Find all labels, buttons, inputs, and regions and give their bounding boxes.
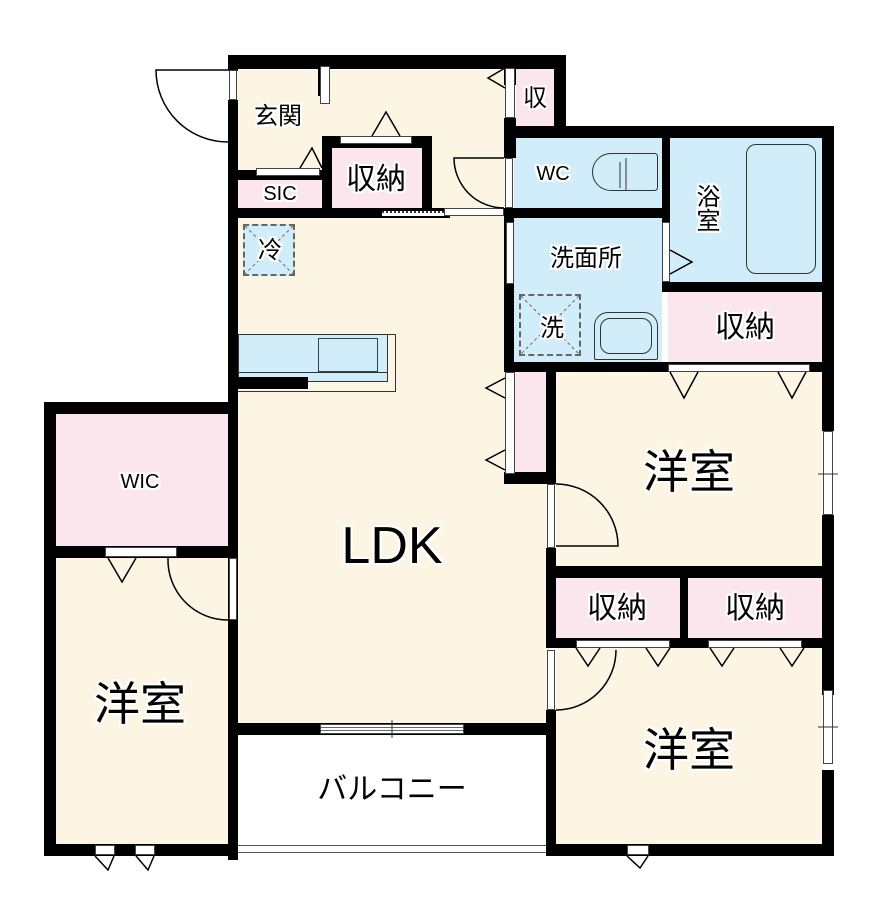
wall — [228, 208, 450, 218]
wall — [662, 282, 834, 292]
east-upper-door-opening[interactable] — [547, 484, 555, 548]
balcony-label: バルコニー — [317, 772, 467, 807]
wc-door-opening[interactable] — [505, 158, 513, 208]
sic-label: SIC — [263, 183, 297, 205]
wall — [546, 844, 834, 856]
east-bedroom-lower-label: 洋室 — [643, 723, 735, 777]
wic-room — [54, 412, 230, 548]
kitchen-sink-icon — [318, 338, 378, 372]
pantry-door-opening[interactable] — [505, 372, 515, 474]
bath-storage-room — [668, 290, 822, 364]
toilet-icon — [592, 153, 658, 191]
balcony-railing — [238, 845, 546, 853]
wc-label: WC — [536, 163, 570, 185]
west-bedroom-room — [54, 556, 230, 844]
closet-left-label: 収納 — [587, 591, 647, 626]
wall — [228, 55, 238, 71]
kitchen-counter-edge — [238, 372, 388, 373]
bath-storage-label: 収納 — [715, 310, 775, 345]
ldk-door-opening[interactable] — [444, 208, 504, 216]
fridge-space — [243, 224, 295, 276]
sic-door-opening[interactable] — [256, 168, 320, 176]
closet-left-room — [556, 578, 680, 640]
wall — [662, 126, 670, 286]
east-lower-door-opening[interactable] — [547, 650, 555, 710]
wall — [422, 136, 432, 216]
wall — [680, 566, 688, 646]
wall — [822, 515, 834, 695]
wall — [44, 402, 56, 856]
washer-space — [519, 294, 581, 356]
wall — [504, 208, 670, 218]
closet-right-door-opening[interactable] — [708, 640, 802, 648]
washbasin-bowl — [600, 318, 652, 354]
washroom-room — [514, 216, 662, 364]
balcony-room — [238, 735, 546, 847]
wall — [504, 472, 556, 484]
west-window-left[interactable] — [95, 845, 115, 855]
small-storage-room — [516, 64, 558, 126]
ldk-label: LDK — [341, 517, 443, 575]
wall — [822, 126, 834, 431]
wall — [822, 770, 834, 856]
west-bedroom-label: 洋室 — [94, 677, 186, 731]
west-bedroom-door-opening[interactable] — [229, 558, 237, 620]
hall-storage-room — [330, 148, 424, 210]
small-storage-label: 収 — [523, 84, 547, 112]
bath-storage-door-opening[interactable] — [668, 364, 810, 372]
wall — [228, 100, 238, 860]
entrance-label: 玄関 — [254, 102, 302, 130]
hall-door-opening[interactable] — [320, 66, 330, 104]
east-bedroom-lower-room — [556, 648, 822, 844]
pantry-storage — [515, 372, 547, 476]
wall — [504, 208, 514, 368]
wall — [44, 402, 238, 414]
wall — [228, 377, 308, 389]
ldk-floor — [236, 218, 511, 728]
wall — [554, 55, 566, 135]
bathroom-label: 浴室 — [692, 184, 720, 232]
east-bedroom-upper-room — [556, 372, 822, 568]
wall — [546, 362, 556, 484]
wall — [546, 548, 556, 648]
hall-storage-label: 収納 — [346, 162, 406, 197]
hall-storage-door-opening[interactable] — [340, 136, 412, 144]
wall — [546, 566, 834, 578]
wic-label: WIC — [120, 471, 160, 493]
washroom-door-opening[interactable] — [506, 222, 514, 284]
wic-door-opening[interactable] — [105, 547, 177, 557]
bathroom-door-opening[interactable] — [662, 222, 670, 282]
closet-right-label: 収納 — [725, 591, 785, 626]
sliding-panel — [382, 211, 444, 216]
east-lower-small-window[interactable] — [627, 845, 649, 855]
bathroom-room — [668, 136, 822, 282]
closet-left-door-opening[interactable] — [576, 640, 670, 648]
wall — [546, 710, 556, 856]
washroom-label: 洗面所 — [550, 244, 622, 272]
closet-right-room — [688, 578, 822, 640]
wall — [228, 55, 564, 69]
small-storage-door-opening[interactable] — [505, 68, 515, 118]
west-window-right[interactable] — [135, 845, 155, 855]
east-bedroom-upper-label: 洋室 — [643, 445, 735, 499]
washbasin-icon — [594, 312, 658, 360]
bathtub-icon — [746, 144, 816, 274]
entrance-door-opening[interactable] — [229, 70, 237, 100]
fridge-label: 冷 — [258, 236, 282, 264]
east-upper-window[interactable] — [823, 431, 833, 515]
sic-room — [236, 178, 322, 210]
wall — [546, 638, 834, 648]
kitchen-bar — [238, 334, 396, 392]
washer-label: 洗 — [540, 314, 564, 342]
